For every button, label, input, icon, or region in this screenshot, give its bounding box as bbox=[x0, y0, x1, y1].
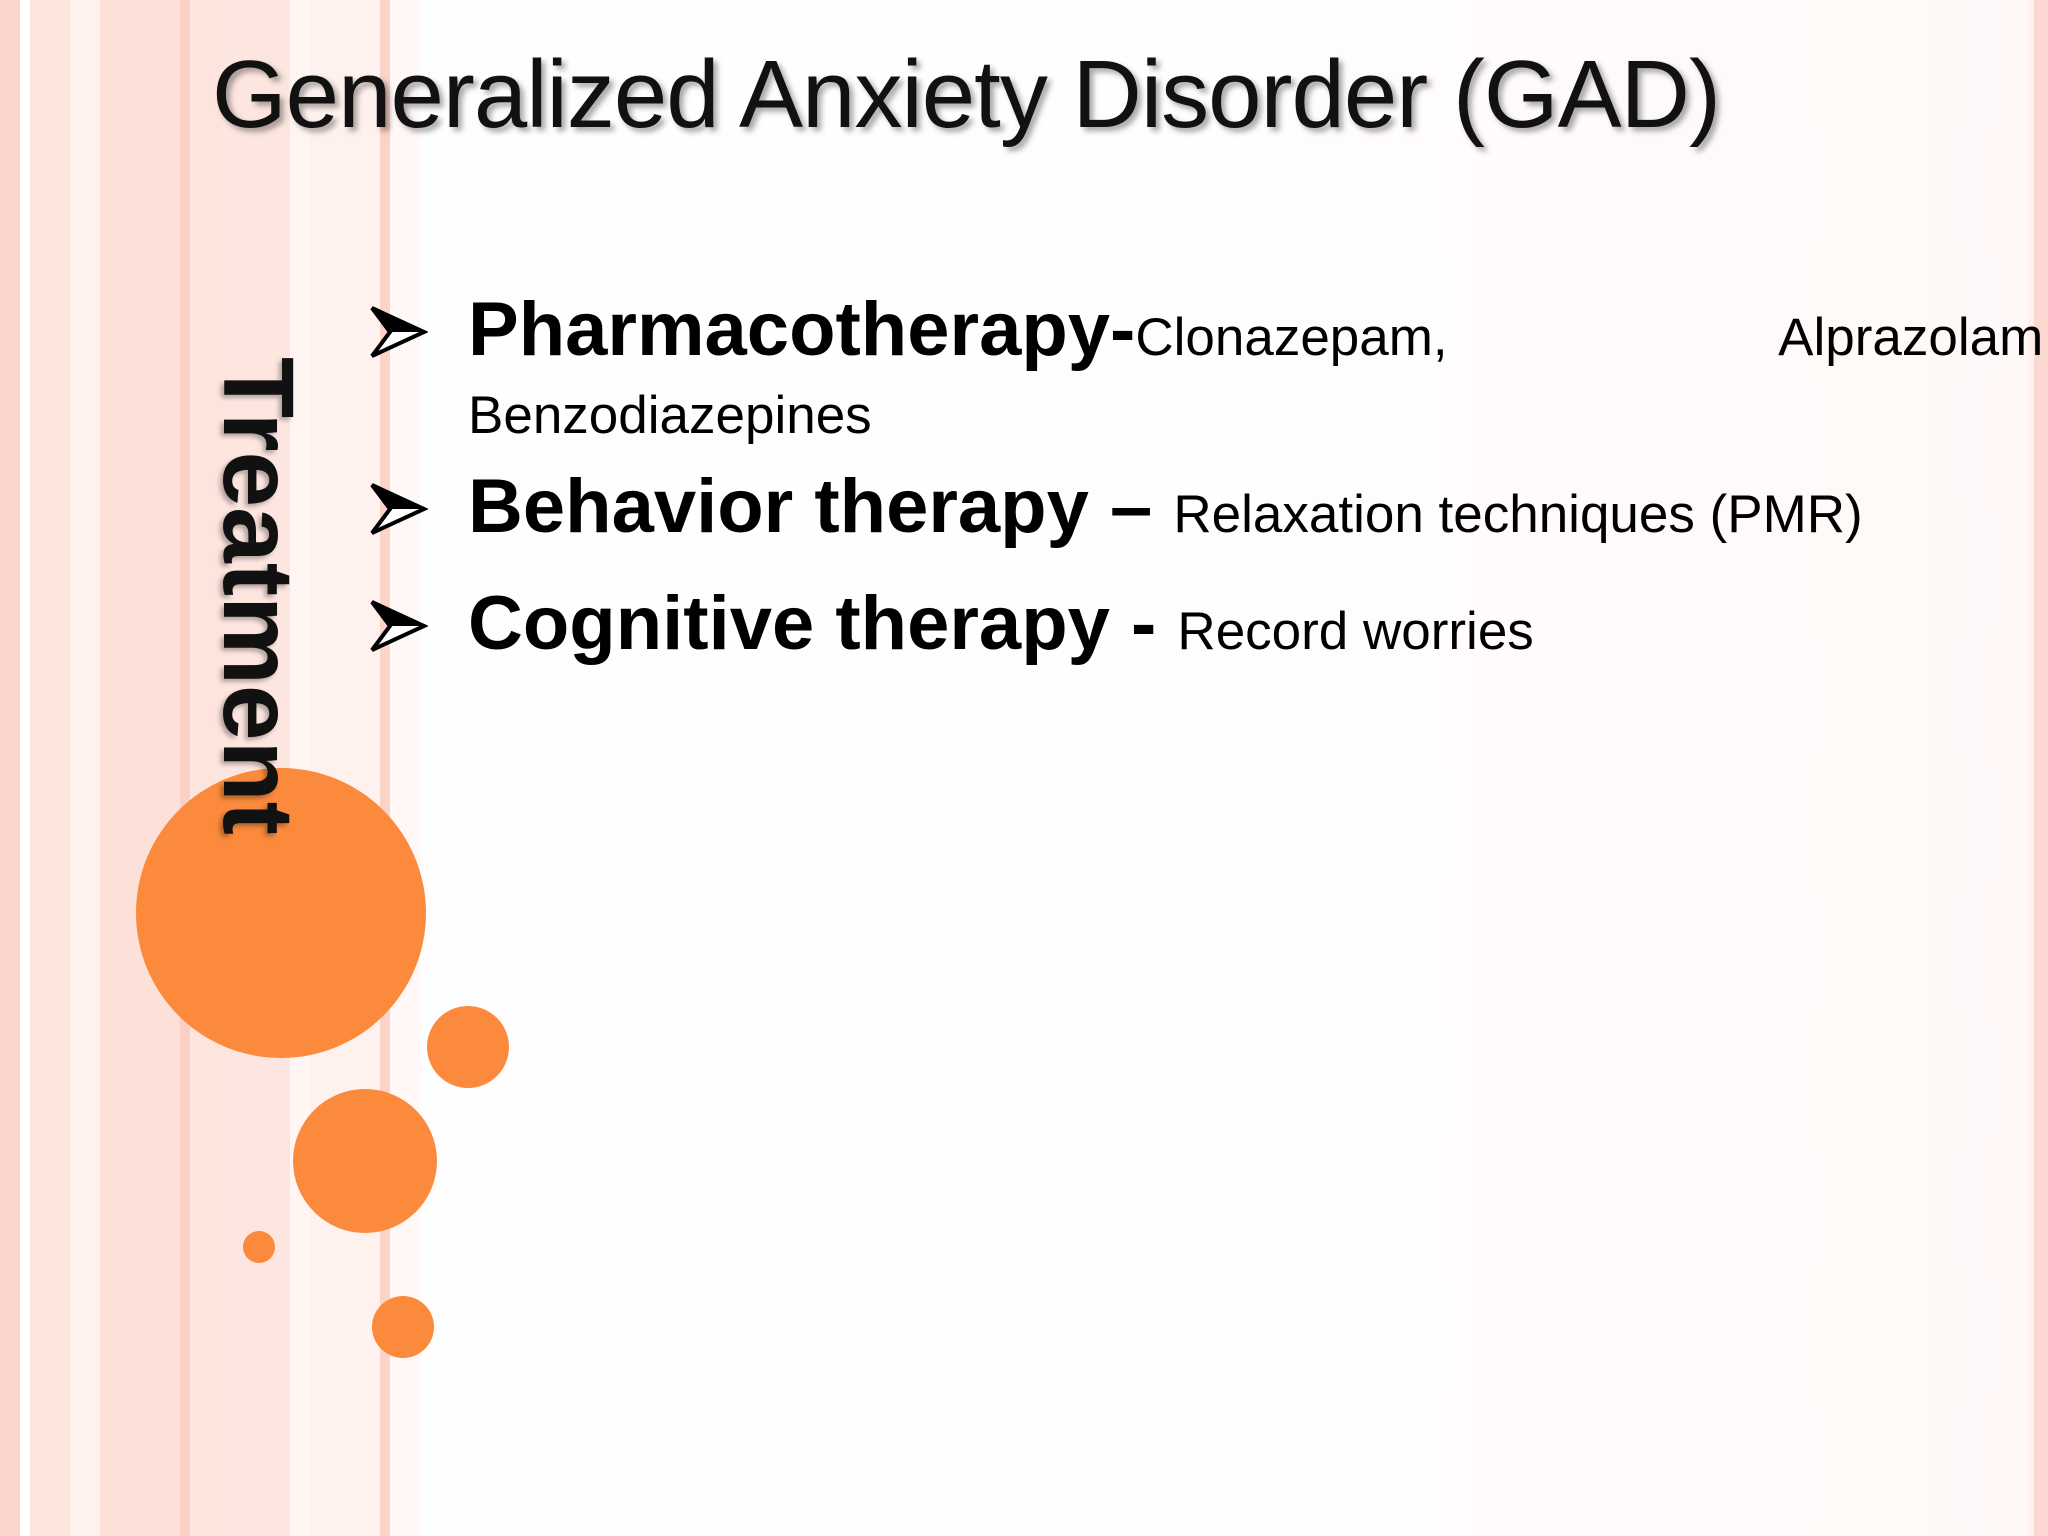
bullet-text: Benzodiazepines bbox=[468, 386, 872, 445]
bullet-list: Pharmacotherapy-Clonazepam, Alprazolam, … bbox=[360, 280, 2048, 693]
bullet-text: Relaxation techniques (PMR) bbox=[1173, 485, 1863, 544]
stripe bbox=[20, 0, 30, 1536]
bullet-item: Behavior therapy – Relaxation techniques… bbox=[360, 459, 1960, 576]
arrow-bullet-icon bbox=[370, 600, 428, 652]
bullet-heading: Behavior therapy – bbox=[468, 464, 1174, 549]
bullet-item: Pharmacotherapy-Clonazepam, Alprazolam, … bbox=[360, 280, 2048, 447]
stripe bbox=[100, 0, 180, 1536]
bullet-heading: Cognitive therapy - bbox=[468, 581, 1178, 666]
right-edge-stripe bbox=[2028, 0, 2034, 1536]
stripe bbox=[70, 0, 100, 1536]
bullet-heading: Pharmacotherapy- bbox=[468, 287, 1136, 372]
decorative-circle bbox=[372, 1296, 434, 1358]
bullet-item: Cognitive therapy - Record worries bbox=[360, 576, 1960, 693]
decorative-stripes bbox=[0, 0, 420, 1536]
decorative-circle-large bbox=[136, 768, 426, 1058]
bullet-text: Alprazolam, bbox=[1778, 308, 2048, 367]
stripe bbox=[390, 0, 420, 1536]
right-edge-stripe bbox=[2034, 0, 2048, 1536]
stripe bbox=[30, 0, 70, 1536]
stripe bbox=[180, 0, 190, 1536]
stripe bbox=[190, 0, 220, 1536]
decorative-circle-small bbox=[243, 1231, 275, 1263]
decorative-circle bbox=[293, 1089, 437, 1233]
decorative-circle bbox=[427, 1006, 509, 1088]
bullet-text: Clonazepam, bbox=[1135, 308, 1448, 367]
side-label: Treatment bbox=[202, 357, 314, 835]
bullet-text: Record worries bbox=[1177, 602, 1534, 661]
arrow-bullet-icon bbox=[370, 306, 428, 358]
stripe bbox=[310, 0, 380, 1536]
stripe bbox=[380, 0, 390, 1536]
slide-title: Generalized Anxiety Disorder (GAD) bbox=[212, 41, 1721, 148]
stripe bbox=[0, 0, 20, 1536]
arrow-bullet-icon bbox=[370, 483, 428, 535]
